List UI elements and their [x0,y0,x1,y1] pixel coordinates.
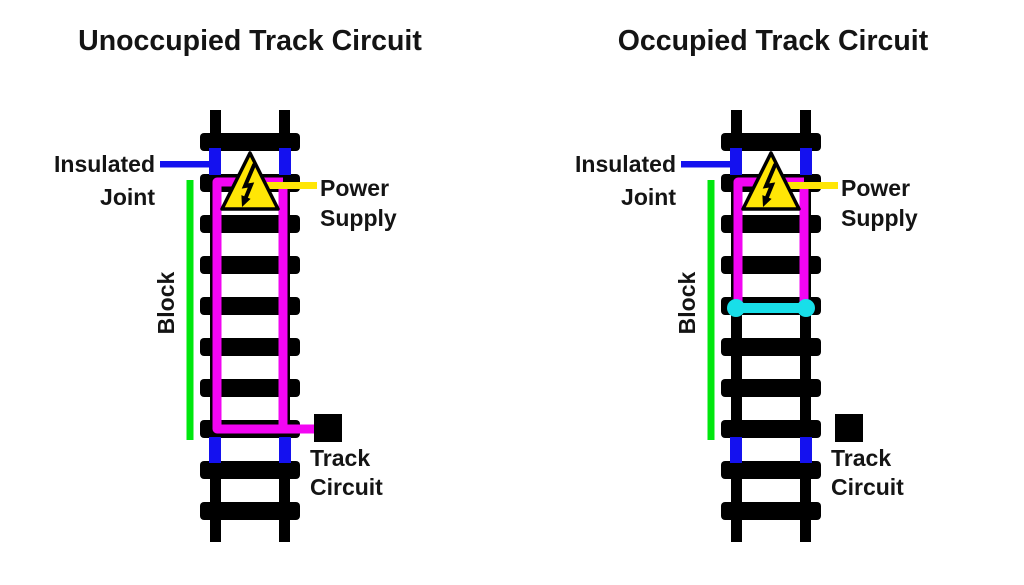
panel-title-unoccupied: Unoccupied Track Circuit [78,25,422,57]
power-supply-label-line2: Supply [841,205,918,231]
insulated-joint-label-line1: Insulated [575,151,676,177]
occupied-diagram-body: Insulated Joint Power Supply Track Circu… [575,110,918,542]
track-circuit-box [314,414,342,442]
track-circuit-label-line2: Circuit [310,474,383,500]
power-supply-label-line1: Power [841,175,910,201]
track-circuit-label-line2: Circuit [831,474,904,500]
power-supply-label-line1: Power [320,175,389,201]
block-label: Block [153,271,179,334]
power-supply-label-line2: Supply [320,205,397,231]
track-circuit-label-line1: Track [831,445,891,471]
train-wheelset-axle [727,299,815,317]
unoccupied-diagram-body: Insulated Joint Power Supply Track Circu… [54,110,397,542]
unoccupied-track-circuit-diagram: Unoccupied Track Circuit Insulated Joint… [54,25,422,542]
panel-title-occupied: Occupied Track Circuit [618,25,929,57]
insulated-joint-label-line1: Insulated [54,151,155,177]
track-circuit-label-line1: Track [310,445,370,471]
insulated-joint-label-line2: Joint [100,184,155,210]
track-circuit-box [835,414,863,442]
left-wheel [727,299,745,317]
right-wheel [797,299,815,317]
occupied-track-circuit-diagram: Occupied Track Circuit Insulated Joint P… [575,25,929,542]
block-label: Block [674,271,700,334]
insulated-joint-label-line2: Joint [621,184,676,210]
